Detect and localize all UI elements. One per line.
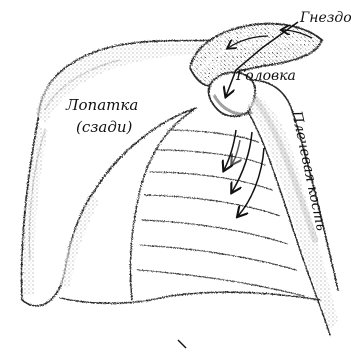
scapula-shading [24,43,205,295]
label-scapula-note: (сзади) [76,118,133,136]
label-nest: Гнездо [299,10,351,26]
rib-line [145,195,280,216]
rib-line [150,172,272,190]
rib-line [168,130,258,142]
label-scapula: Лопатка [65,96,138,114]
stray-mark [178,340,186,348]
rib-line [140,245,296,270]
rib-line [142,220,288,244]
label-head: Головка [235,68,296,84]
